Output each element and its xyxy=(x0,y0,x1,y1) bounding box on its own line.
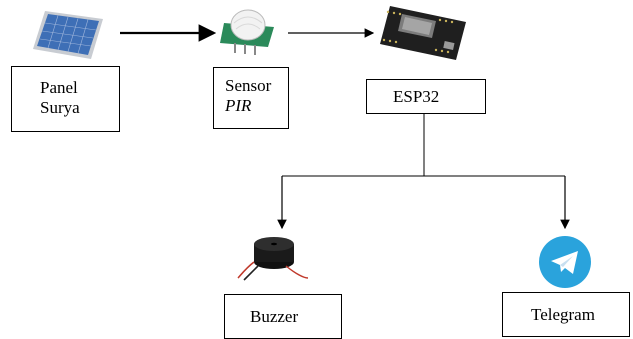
esp32-box: ESP32 xyxy=(366,79,486,114)
telegram-logo-icon xyxy=(539,236,591,288)
solar-panel-icon xyxy=(33,11,103,59)
buzzer-box: Buzzer xyxy=(224,294,342,339)
panel-label-line2: Surya xyxy=(40,98,80,117)
telegram-label: Telegram xyxy=(531,305,595,324)
panel-surya-box: Panel Surya xyxy=(11,66,120,132)
buzzer-label: Buzzer xyxy=(250,307,299,326)
pir-sensor-icon xyxy=(220,9,274,55)
telegram-box: Telegram xyxy=(502,292,630,337)
esp32-board-icon xyxy=(380,6,466,60)
sensor-pir-box: Sensor PIR xyxy=(213,67,289,129)
sensor-label-line2: PIR xyxy=(225,96,252,115)
sensor-label-line1: Sensor xyxy=(225,76,272,95)
buzzer-icon xyxy=(237,237,309,281)
esp32-label: ESP32 xyxy=(393,87,440,106)
panel-label-line1: Panel xyxy=(40,78,78,97)
